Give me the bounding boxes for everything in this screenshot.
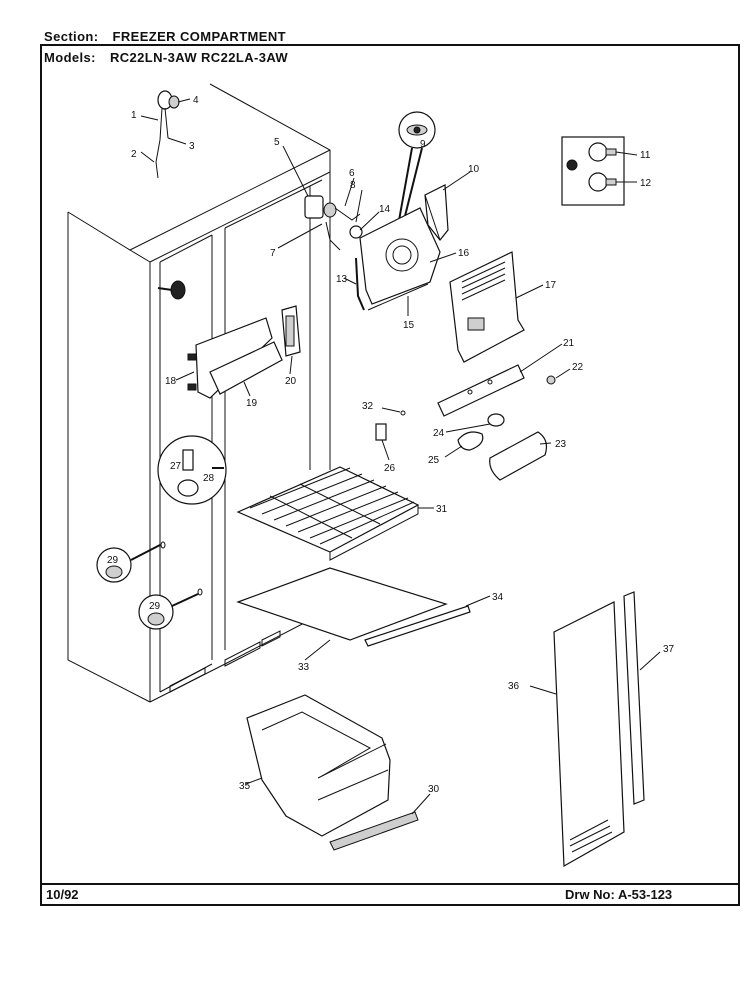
ice-tray-panel xyxy=(187,305,301,399)
callout-28: 28 xyxy=(203,473,215,484)
callout-36: 36 xyxy=(508,681,520,692)
callout-10: 10 xyxy=(468,164,480,175)
callout-6: 6 xyxy=(349,168,355,179)
models-label: Models: xyxy=(44,50,96,65)
callout-5: 5 xyxy=(274,137,280,148)
evaporator-cover xyxy=(449,251,525,363)
callout-26: 26 xyxy=(384,463,396,474)
callout-4: 4 xyxy=(193,95,199,106)
section-value: FREEZER COMPARTMENT xyxy=(112,29,286,44)
callout-11: 11 xyxy=(640,150,651,161)
knob-inset-box xyxy=(561,136,625,206)
callout-35: 35 xyxy=(239,781,251,792)
callout-8: 8 xyxy=(350,180,356,191)
mounting-rail xyxy=(437,364,556,417)
drawing-date: 10/92 xyxy=(46,887,79,902)
drawing-frame xyxy=(40,44,740,906)
callout-30: 30 xyxy=(428,784,440,795)
callout-33: 33 xyxy=(298,662,310,673)
circle-detail-29-lower xyxy=(138,593,199,630)
models-heading: Models: RC22LN-3AW RC22LA-3AW xyxy=(44,50,288,65)
callout-34: 34 xyxy=(492,592,504,603)
control-knob xyxy=(397,111,436,229)
callout-17: 17 xyxy=(545,280,557,291)
lamp-assembly xyxy=(375,410,548,481)
callout-2: 2 xyxy=(131,149,137,160)
leader-lines xyxy=(140,98,661,815)
wire-shelf xyxy=(236,466,420,561)
circle-detail-29-upper xyxy=(96,544,161,583)
callout-7: 7 xyxy=(270,248,276,259)
section-heading: Section: FREEZER COMPARTMENT xyxy=(44,29,286,44)
callout-18: 18 xyxy=(165,376,177,387)
section-label: Section: xyxy=(44,29,99,44)
callout-24: 24 xyxy=(433,428,445,439)
callout-25: 25 xyxy=(428,455,440,466)
control-housing xyxy=(355,207,441,311)
part-numbers: 1 2 3 4 5 6 7 8 9 10 11 12 13 14 15 16 1… xyxy=(107,95,675,795)
circle-detail-27-28 xyxy=(157,435,227,505)
door-gasket xyxy=(623,591,645,805)
callout-37: 37 xyxy=(663,644,675,655)
models-value: RC22LN-3AW RC22LA-3AW xyxy=(109,50,289,65)
callout-22: 22 xyxy=(572,362,584,373)
footer-divider xyxy=(40,883,740,885)
light-socket-assembly xyxy=(155,90,180,179)
callout-13: 13 xyxy=(336,274,348,285)
callout-29-upper: 29 xyxy=(107,555,119,566)
callout-27: 27 xyxy=(170,461,182,472)
callout-14: 14 xyxy=(379,204,391,215)
callout-21: 21 xyxy=(563,338,575,349)
callout-1: 1 xyxy=(131,110,137,121)
callout-15: 15 xyxy=(403,320,415,331)
callout-3: 3 xyxy=(189,141,195,152)
callout-12: 12 xyxy=(640,178,652,189)
callout-9: 9 xyxy=(420,139,426,150)
callout-19: 19 xyxy=(246,398,258,409)
control-assembly xyxy=(304,195,363,251)
callout-23: 23 xyxy=(555,439,567,450)
callout-16: 16 xyxy=(458,248,470,259)
callout-31: 31 xyxy=(436,504,448,515)
callout-20: 20 xyxy=(285,376,297,387)
door-panel xyxy=(553,601,625,868)
callout-29-lower: 29 xyxy=(149,601,161,612)
callout-32: 32 xyxy=(362,401,374,412)
bracket xyxy=(424,184,449,241)
drawing-number: Drw No: A-53-123 xyxy=(565,887,673,902)
glass-shelf xyxy=(236,567,471,647)
storage-bin xyxy=(246,694,419,851)
